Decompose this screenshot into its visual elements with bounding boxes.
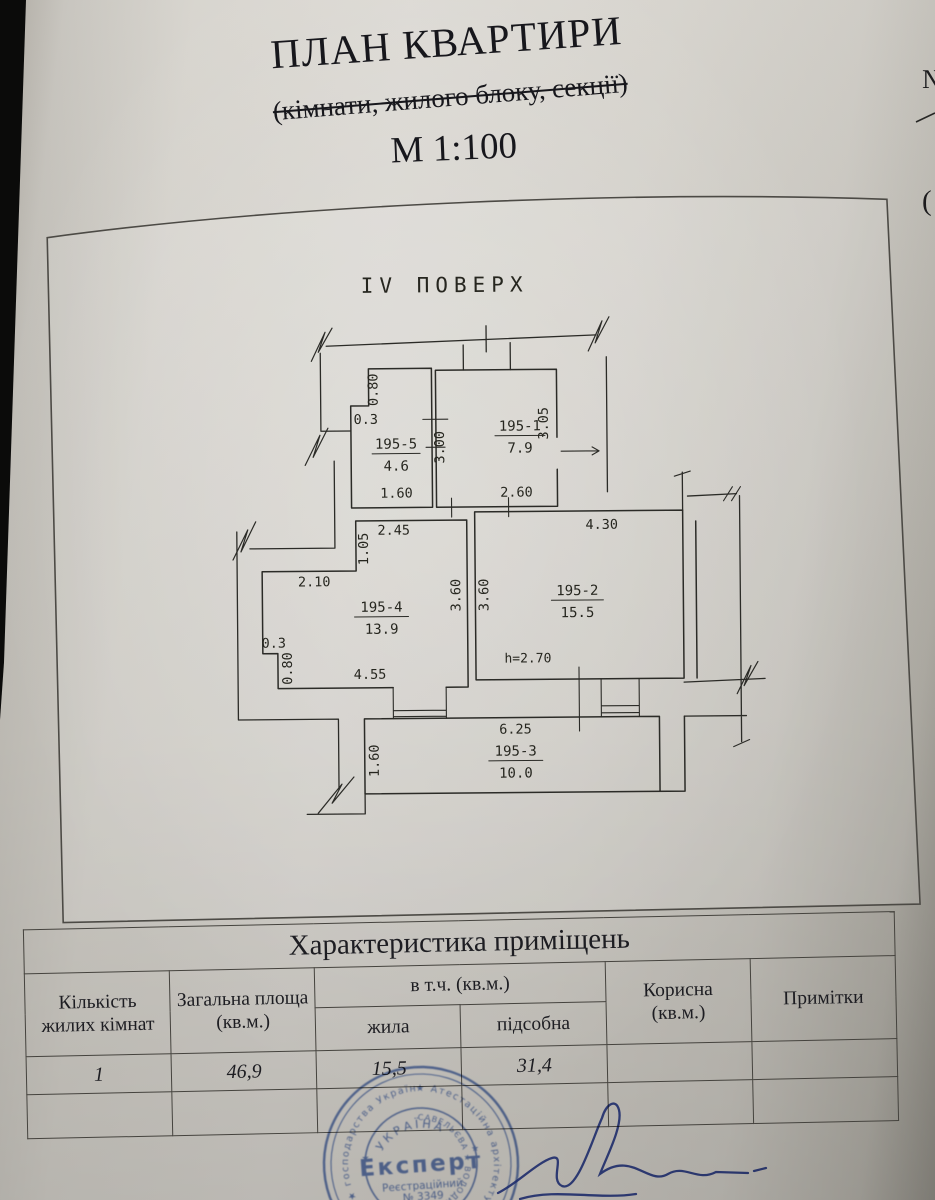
room-id-195-5: 195-5 — [375, 436, 417, 452]
room-area-195-1: 7.9 — [507, 440, 532, 456]
cell-living-area: 15,5 — [316, 1047, 463, 1089]
edge-fragment-number-sign: № — [922, 64, 935, 94]
col-header-total-area-line2: (кв.м.) — [216, 1011, 271, 1034]
cell-total-area: 46,9 — [171, 1050, 318, 1092]
cell-auxiliary-area: 31,4 — [461, 1044, 608, 1086]
cell-notes — [751, 1038, 898, 1080]
empty-cell — [462, 1082, 609, 1130]
empty-cell — [317, 1085, 464, 1133]
dim-r4-upper-width: 2.10 — [298, 574, 331, 590]
characteristics-table: Характеристика приміщень Кількість жилих… — [23, 911, 899, 1139]
col-header-including: в т.ч. (кв.м.) — [314, 961, 606, 1008]
col-header-total-area: Загальна площа (кв.м.) — [169, 967, 317, 1054]
dim-r1-height: 3.05 — [536, 407, 552, 440]
room-id-195-4: 195-4 — [360, 600, 402, 616]
dim-r4-bottom-width: 4.55 — [354, 667, 387, 683]
room-area-195-3: 10.0 — [499, 765, 533, 781]
floor-plan-drawing: IV ПОВЕРХ 195-5 4.6 195-1 7.9 195-4 13.9… — [46, 195, 921, 924]
dim-r3-width: 6.25 — [499, 721, 532, 737]
col-header-total-area-line1: Загальна площа — [176, 986, 309, 1011]
empty-cell — [26, 1091, 173, 1139]
room-id-195-1: 195-1 — [499, 418, 541, 434]
stamp-center-text: Експерт — [358, 1148, 483, 1183]
stamp-star-left: ★ — [361, 1154, 370, 1165]
edge-fragment-line — [915, 112, 935, 123]
room-area-195-5: 4.6 — [384, 459, 409, 475]
floor-label: IV ПОВЕРХ — [361, 272, 529, 297]
stamp-reg-label: Реєстраційний — [382, 1177, 464, 1195]
page-subtitle-struck-text: (кімнати, жилого блоку, секції) — [271, 67, 629, 127]
signature-stroke-dash — [752, 1166, 768, 1173]
dim-r4-step-height: 1.05 — [356, 533, 372, 566]
room-id-195-2: 195-2 — [556, 583, 598, 599]
col-header-living: жила — [315, 1004, 462, 1051]
dim-r5-notch-height: 0.80 — [365, 373, 381, 406]
room-label-underlines — [354, 434, 604, 762]
signature-stroke-flourish — [518, 1192, 638, 1200]
room-id-195-3: 195-3 — [495, 743, 537, 759]
empty-cell — [171, 1088, 319, 1136]
empty-cell — [607, 1079, 754, 1127]
col-header-useful: Корисна (кв.м.) — [604, 958, 752, 1045]
walls-inner — [261, 367, 698, 795]
col-header-rooms-count-line2: жилих кімнат — [41, 1013, 155, 1037]
col-header-auxiliary: підсобна — [460, 1001, 607, 1048]
stamp-reg-number: № 3349 — [402, 1190, 444, 1200]
col-header-useful-line1: Корисна — [642, 978, 714, 1001]
dim-r4-top-width: 2.45 — [377, 523, 410, 539]
stamp-star-right: ★ — [471, 1144, 480, 1155]
dim-r5-width: 1.60 — [380, 485, 413, 501]
col-header-rooms-count-line1: Кількість — [58, 990, 137, 1014]
col-header-rooms-count: Кількість жилих кімнат — [24, 970, 172, 1057]
dim-r2-top-width: 4.30 — [585, 517, 618, 533]
room-area-195-2: 15.5 — [561, 605, 595, 621]
break-marks — [232, 316, 759, 814]
dim-r1-width: 2.60 — [500, 484, 533, 500]
col-header-notes: Примітки — [749, 955, 897, 1042]
dim-r3-height: 1.60 — [367, 744, 383, 777]
dim-r5-notch-width: 0.3 — [354, 412, 379, 428]
dim-r2-height-left: 3.60 — [476, 579, 492, 612]
room-height-note: h=2.70 — [504, 651, 551, 666]
room-area-195-4: 13.9 — [365, 622, 399, 638]
title-block: ПЛАН КВАРТИРИ (кімнати, жилого блоку, се… — [145, 0, 754, 191]
openings-and-ticks — [392, 418, 751, 748]
empty-cell — [752, 1076, 899, 1124]
dim-r4-notch-width: 0.3 — [262, 636, 287, 652]
plan-border — [46, 195, 921, 924]
dim-r4-notch-height: 0.80 — [280, 652, 296, 685]
col-header-useful-line2: (кв.м.) — [651, 1002, 706, 1025]
cell-useful-area — [606, 1041, 753, 1083]
walls-outer — [236, 325, 766, 816]
cell-rooms-count: 1 — [26, 1053, 172, 1095]
dim-r4-height-right: 3.60 — [448, 579, 464, 612]
dim-r5-height: 3.00 — [432, 431, 448, 464]
